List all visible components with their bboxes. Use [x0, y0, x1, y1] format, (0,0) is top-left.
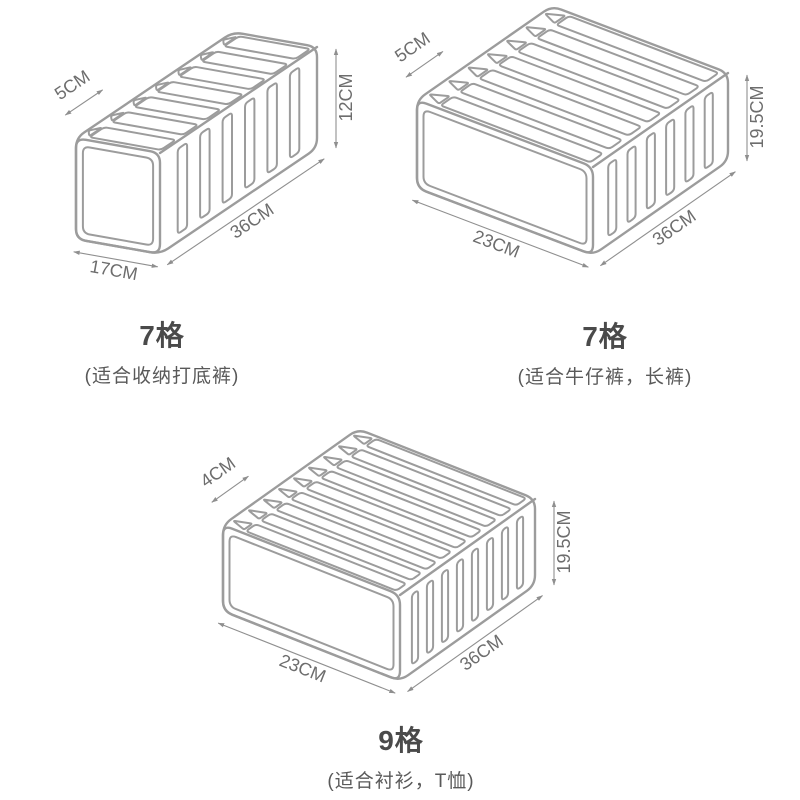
slot-inner-wall-triangle — [177, 66, 192, 76]
slot-opening — [498, 56, 661, 123]
slot-inner-wall-triangle — [467, 66, 489, 78]
dim-label-depth: 17CM — [88, 256, 139, 284]
slot-inner-wall-triangle — [525, 26, 547, 37]
front-face — [415, 101, 595, 254]
figure-title: 7格 — [582, 321, 628, 352]
slot-inner-wall-triangle — [278, 487, 298, 499]
slot-inner-wall-triangle — [155, 81, 170, 91]
slot-opening — [261, 513, 421, 581]
figure-caption-2: 7格 (适合牛仔裤，长裤) — [518, 315, 693, 389]
slot-opening — [276, 502, 436, 570]
slot-inner-wall-triangle — [233, 519, 253, 531]
slot-inner-wall-triangle — [222, 36, 237, 46]
slot-inner-wall-triangle — [132, 96, 147, 107]
slot-inner-wall-triangle — [544, 12, 566, 24]
top-side-edge — [398, 497, 537, 597]
slot-opening — [291, 491, 451, 559]
dim-line-depth — [73, 250, 159, 268]
divider-stripe — [515, 515, 525, 590]
slot-inner-wall-triangle — [308, 466, 328, 477]
slot-inner-wall-triangle — [429, 93, 450, 105]
slot-opening — [157, 81, 243, 106]
slot-opening — [441, 96, 603, 163]
dim-line-length — [407, 595, 543, 693]
slot-opening — [202, 50, 288, 75]
slot-opening — [306, 481, 466, 549]
front-face — [221, 526, 402, 680]
dim-line-slot — [64, 89, 104, 116]
slot-opening — [336, 459, 496, 527]
slot-inner-wall-triangle — [486, 53, 508, 64]
figure-caption-1: 7格 (适合收纳打底裤) — [85, 314, 240, 388]
slot-opening — [366, 438, 526, 506]
divider-stripe — [703, 91, 714, 169]
slot-inner-wall-triangle — [110, 111, 125, 122]
slot-opening — [479, 69, 641, 136]
figure-subtitle: (适合收纳打底裤) — [84, 366, 240, 387]
slot-opening — [556, 15, 719, 83]
dim-line-depth — [411, 199, 589, 268]
slot-opening — [351, 449, 511, 517]
figure-organizer-7-slot-leggings: 5CM 12CM 36CM 17CM — [51, 32, 356, 284]
slot-inner-wall-triangle — [323, 455, 343, 467]
slot-opening — [518, 42, 680, 109]
top-side-edge — [591, 71, 730, 169]
slot-inner-wall-triangle — [448, 80, 469, 91]
figure-subtitle: (适合衬衫，T恤) — [327, 771, 475, 792]
figure-organizer-7-slot-jeans: 5CM 19.5CM 36CM 23CM — [391, 7, 767, 268]
slot-inner-wall-triangle — [506, 39, 527, 51]
slot-opening — [112, 111, 198, 136]
figure-title: 9格 — [378, 725, 424, 756]
divider-stripe — [288, 67, 301, 159]
slot-opening — [246, 523, 406, 591]
slot-opening — [537, 29, 699, 96]
dim-label-slot: 4CM — [197, 453, 240, 491]
figure-subtitle: (适合牛仔裤，长裤) — [517, 367, 693, 388]
slot-inner-wall-triangle — [293, 477, 313, 488]
slot-opening — [321, 470, 481, 538]
slot-inner-wall-triangle — [263, 498, 283, 509]
dim-line-slot — [405, 51, 444, 78]
dim-line-length — [600, 171, 736, 267]
front-face — [74, 138, 162, 254]
dim-label-height: 12CM — [336, 73, 356, 121]
figure-caption-3: 9格 (适合衬衫，T恤) — [327, 719, 474, 793]
dim-label-slot: 5CM — [391, 28, 434, 66]
slot-inner-wall-triangle — [199, 51, 215, 61]
slot-inner-wall-triangle — [248, 509, 268, 520]
slot-opening — [90, 126, 176, 151]
dim-line-depth — [217, 622, 396, 694]
dim-label-length: 36CM — [649, 206, 700, 250]
dim-label-height: 19.5CM — [554, 510, 574, 573]
dim-label-length: 36CM — [226, 199, 277, 242]
figure-title: 7格 — [139, 320, 185, 351]
slot-opening — [179, 66, 265, 90]
front-face-inner-rim — [81, 146, 155, 246]
slot-inner-wall-triangle — [353, 434, 373, 445]
slot-inner-wall-triangle — [338, 445, 358, 456]
top-side-edge — [158, 45, 319, 155]
dim-line-slot — [211, 475, 249, 503]
slot-opening — [460, 82, 622, 150]
dim-label-depth: 23CM — [277, 650, 329, 686]
slot-inner-wall-triangle — [87, 126, 102, 137]
slot-opening — [224, 35, 310, 60]
dim-label-slot: 5CM — [51, 66, 94, 104]
dim-label-depth: 23CM — [470, 226, 522, 262]
dim-line-length — [166, 158, 325, 266]
dim-label-height: 19.5CM — [747, 85, 767, 148]
slot-opening — [134, 96, 220, 121]
